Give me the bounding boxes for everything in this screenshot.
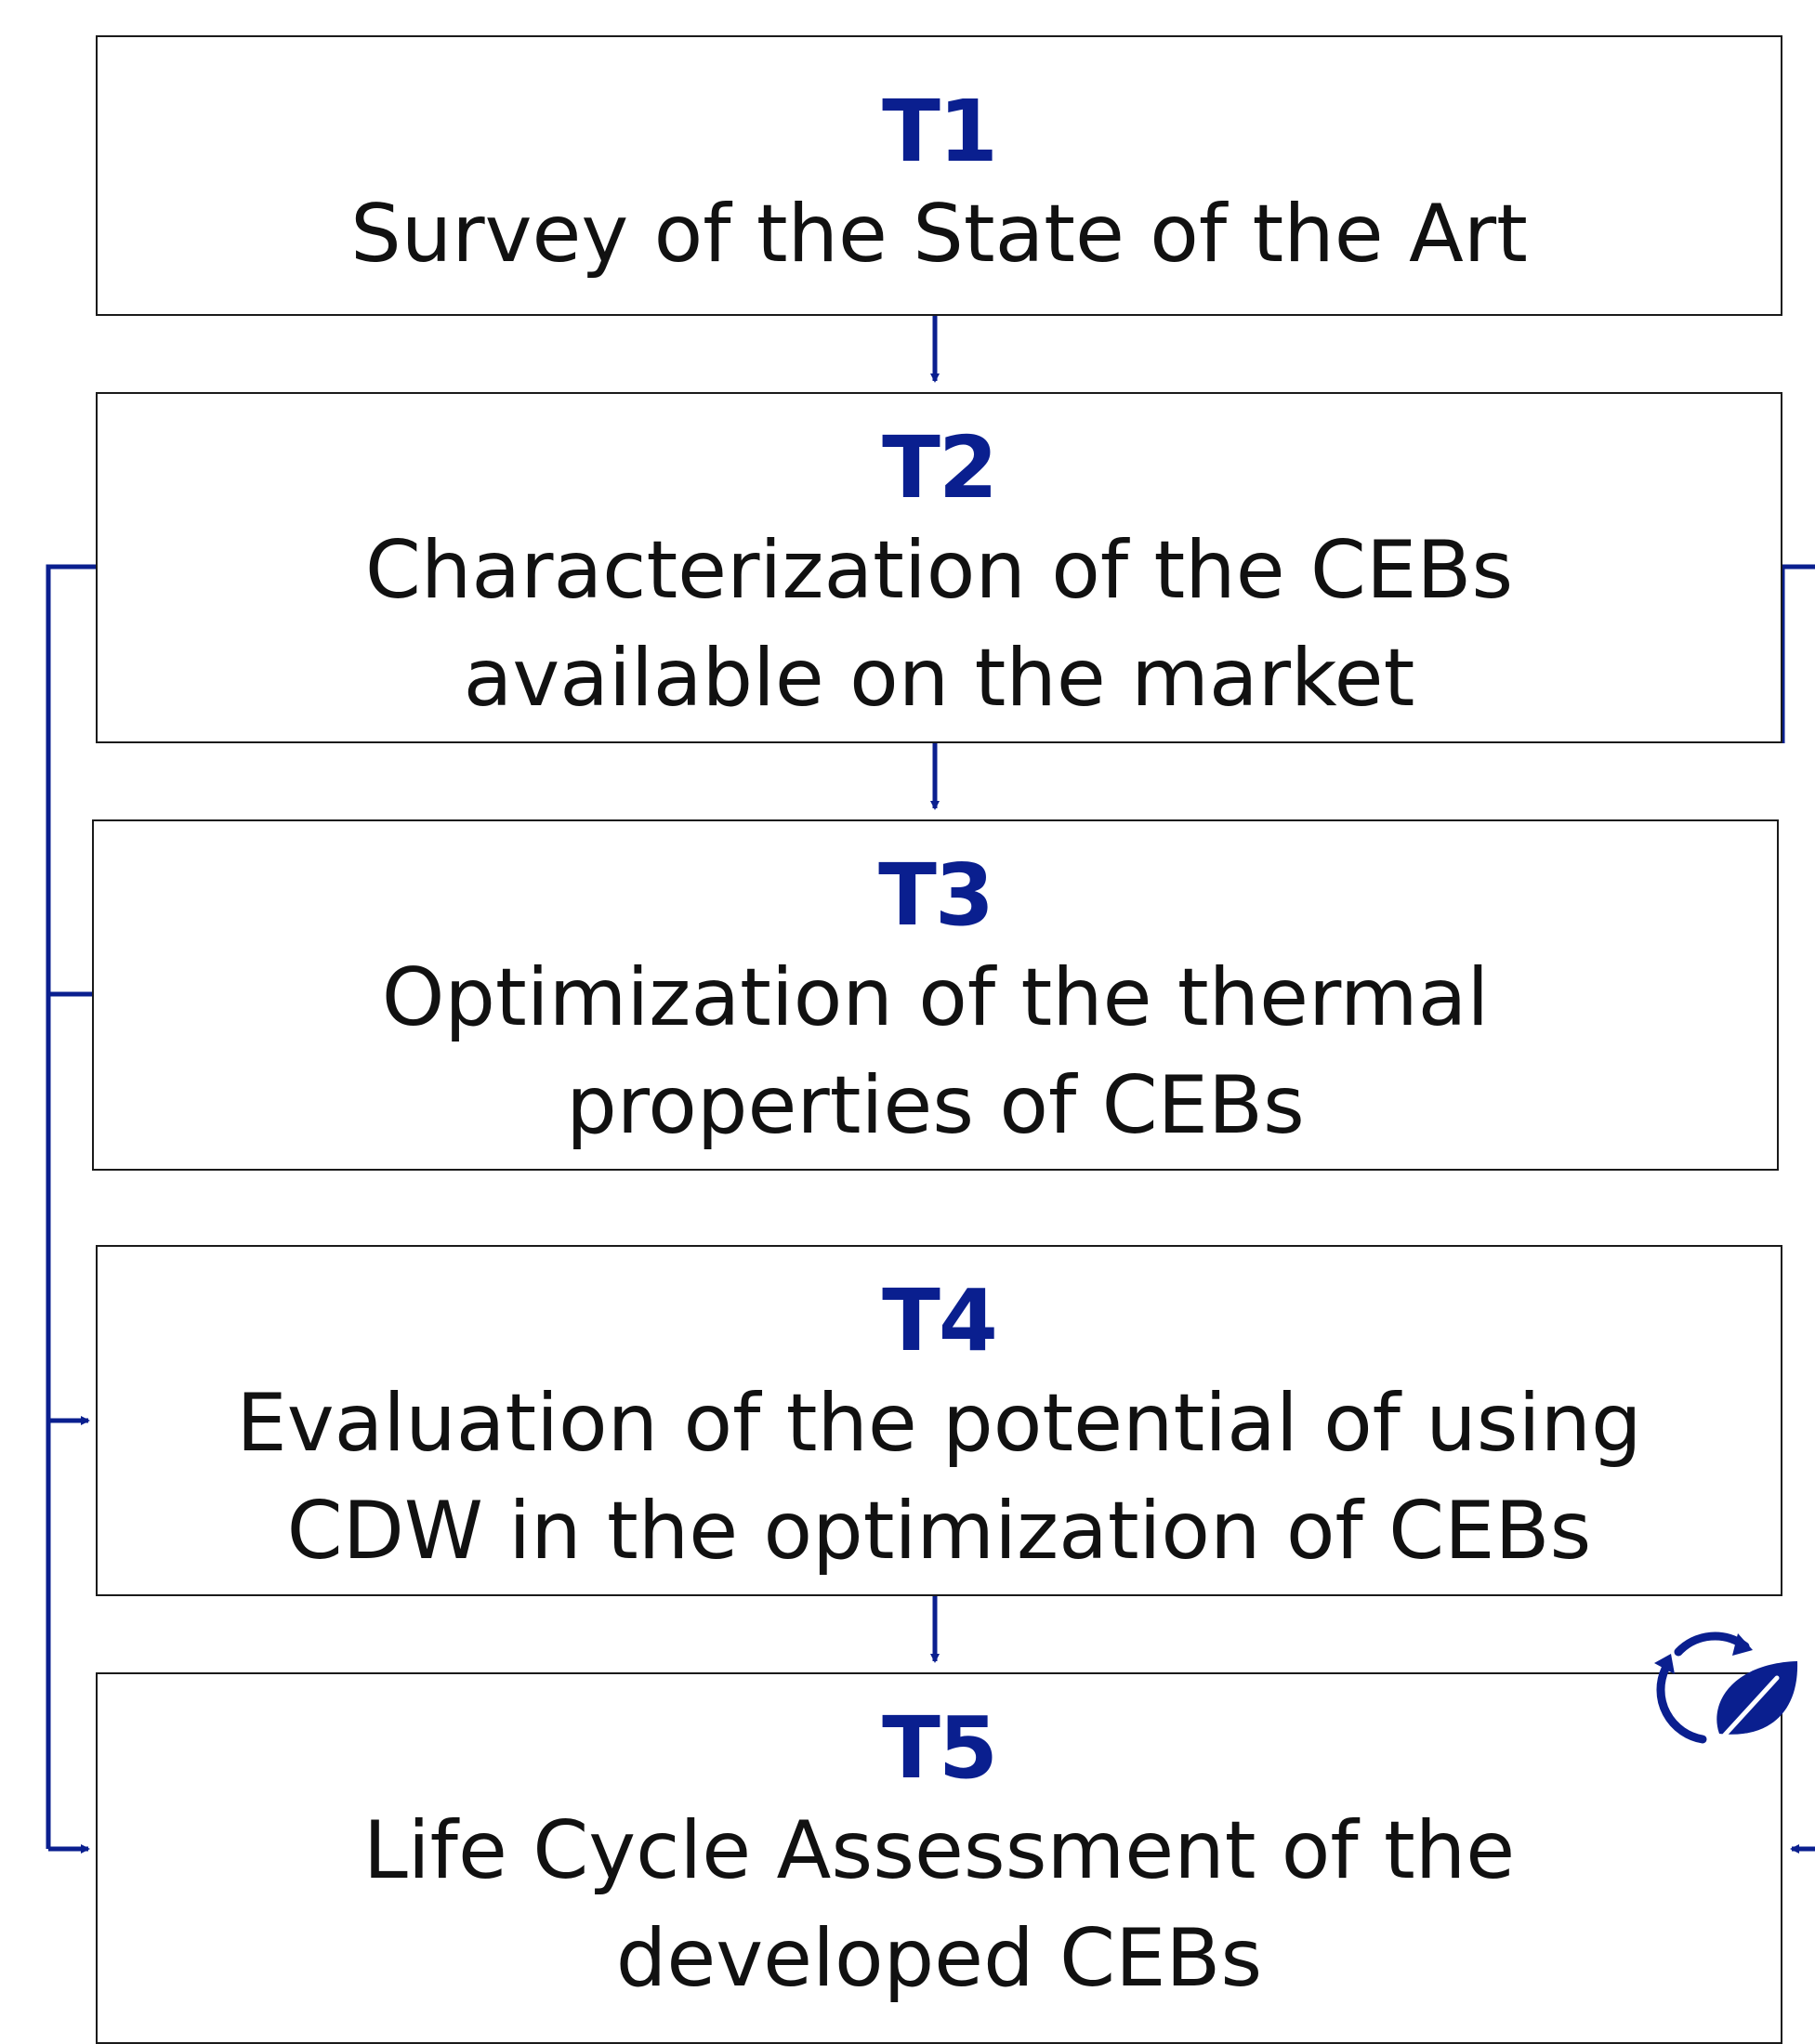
task-title-t4: Evaluation of the potential of using CDW… [236,1377,1642,1578]
task-title-t5: Life Cycle Assessment of the developed C… [362,1804,1516,2005]
recycle-leaf-icon [1654,1631,1798,1746]
left-bus [46,564,96,1849]
task-id-t3: T3 [878,845,994,945]
task-box-t5: T5 Life Cycle Assessment of the develope… [96,1672,1782,2044]
task-box-t1: T1 Survey of the State of the Art [96,35,1782,316]
task-box-t4: T4 Evaluation of the potential of using … [96,1245,1782,1596]
task-box-t3: T3 Optimization of the thermal propertie… [92,819,1779,1171]
task-box-t2: T2 Characterization of the CEBs availabl… [96,392,1782,743]
task-id-t5: T5 [882,1698,998,1798]
task-id-t4: T4 [882,1271,998,1370]
task-title-t2: Characterization of the CEBs available o… [364,524,1514,725]
task-title-t1: Survey of the State of the Art [350,188,1528,281]
task-id-t1: T1 [882,82,998,181]
task-id-t2: T2 [882,418,998,518]
task-title-t3: Optimization of the thermal properties o… [381,951,1490,1152]
